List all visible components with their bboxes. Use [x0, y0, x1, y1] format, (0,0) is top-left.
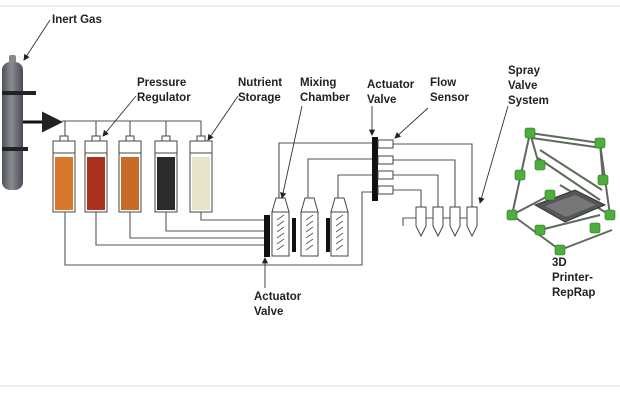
nutrient-container	[84, 135, 108, 213]
spray-valve	[466, 206, 478, 238]
mixing-chamber	[300, 197, 319, 257]
printer-joint	[594, 137, 606, 149]
flow-sensors	[377, 139, 394, 195]
printer-joint	[589, 222, 601, 234]
nutrient-container	[52, 135, 76, 213]
spray-lines	[393, 143, 473, 226]
label-inert-gas: Inert Gas	[52, 14, 102, 26]
spray-valve	[415, 206, 427, 238]
spray-valve	[449, 206, 461, 238]
mixing-chamber	[271, 197, 290, 257]
gas-cylinder	[2, 55, 36, 190]
frame-border	[0, 5, 620, 387]
printer-joint	[597, 174, 609, 186]
gas-manifold	[62, 120, 202, 137]
nutrient-container	[189, 135, 213, 213]
printer-joint	[554, 244, 566, 256]
actuator-valve-2	[292, 218, 296, 252]
3d-printer-reprap	[506, 127, 616, 256]
actuator-valve-right	[372, 137, 378, 201]
label-pointers	[23, 19, 509, 288]
printer-joint	[544, 189, 556, 201]
nutrient-container	[118, 135, 142, 213]
printer-joint	[524, 127, 536, 139]
printer-joint	[604, 209, 616, 221]
mixing-chamber	[330, 197, 349, 257]
printer-joint	[514, 169, 526, 181]
nutrient-containers	[52, 135, 213, 213]
actuator-valve-3	[326, 218, 330, 252]
spray-valves	[415, 206, 478, 238]
nutrient-lines	[64, 191, 372, 266]
nutrient-container	[154, 135, 178, 213]
printer-joint	[534, 159, 546, 171]
mixing-chambers	[271, 197, 349, 257]
chamber-lines	[278, 142, 372, 198]
spray-valve	[432, 206, 444, 238]
actuator-valve-left	[264, 215, 270, 257]
printer-joint	[506, 209, 518, 221]
printer-joint	[534, 224, 546, 236]
